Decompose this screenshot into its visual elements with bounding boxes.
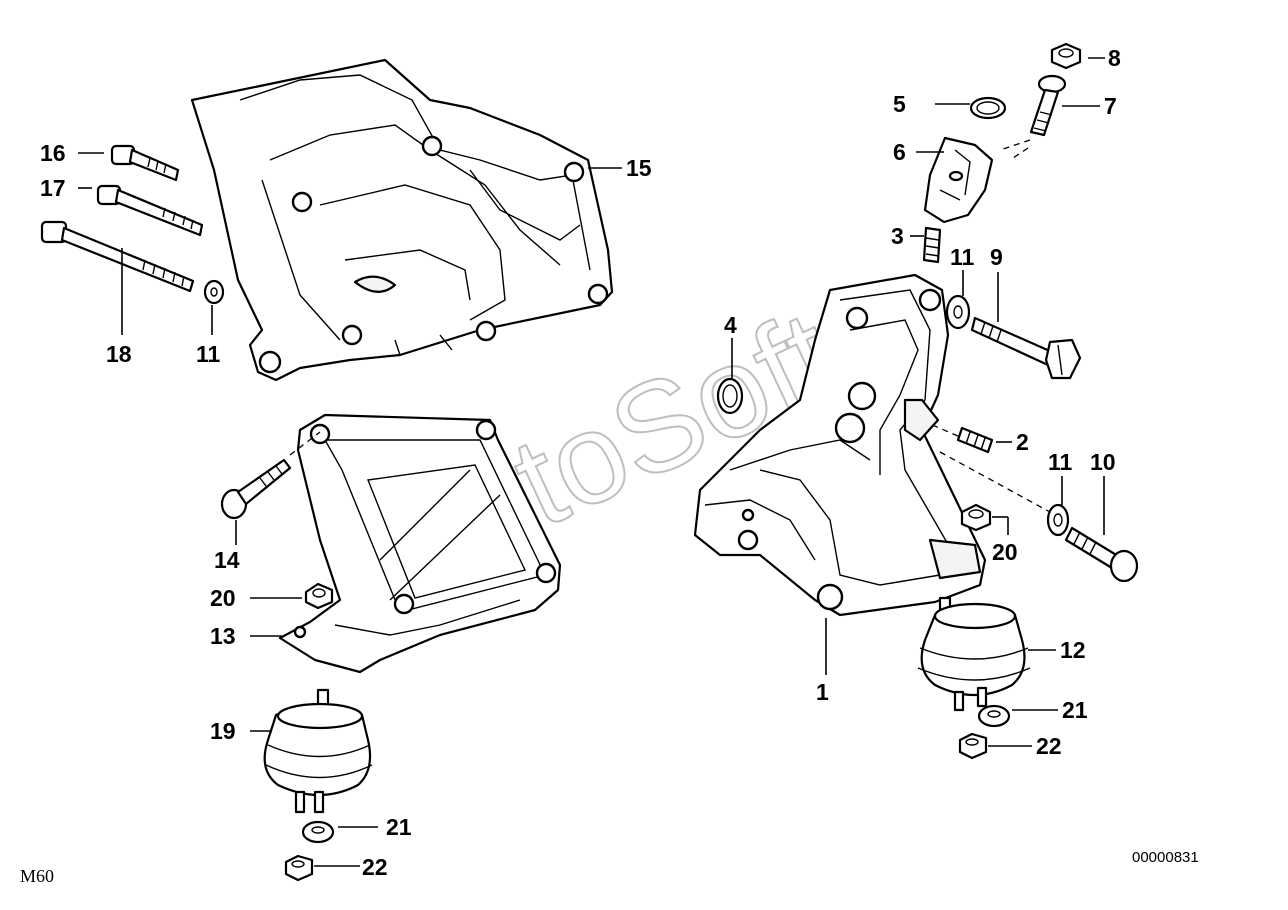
callout-9: 9 [990,244,1003,270]
callout-5: 5 [893,91,906,117]
callout-13: 13 [210,623,236,649]
part-8-nut[interactable] [1050,42,1082,70]
part-20-nut-right[interactable] [960,503,992,532]
callout-12: 12 [1060,637,1086,663]
callout-20: 20 [992,539,1018,565]
callout-10: 10 [1090,449,1116,475]
part-16-bolt[interactable] [110,144,180,182]
callout-7: 7 [1104,93,1117,119]
part-15-bracket[interactable] [190,58,614,382]
part-7-bolt[interactable] [999,74,1067,161]
callout-labels: 16 17 18 11 15 14 20 13 19 21 22 8 7 5 6… [40,45,1121,880]
callout-16: 16 [40,140,66,166]
part-21-nut-left[interactable] [301,820,335,844]
part-2-stud[interactable] [929,423,994,454]
callout-1: 1 [816,679,829,705]
callout-8: 8 [1108,45,1121,71]
callout-2: 2 [1016,429,1029,455]
callout-11: 11 [950,244,975,270]
part-11-washer-left[interactable] [203,279,225,305]
part-6-clamp[interactable] [923,136,994,224]
callout-18: 18 [106,341,132,367]
callout-22: 22 [1036,733,1062,759]
part-22-nut-left[interactable] [284,854,314,882]
part-13-bracket[interactable] [278,413,562,674]
callout-4: 4 [724,312,737,338]
callout-20: 20 [210,585,236,611]
part-11-washer-upper-right[interactable] [945,294,971,330]
part-20-nut-left[interactable] [304,582,334,610]
callout-14: 14 [214,547,240,573]
callout-6: 6 [893,139,906,165]
callout-11: 11 [196,341,221,367]
callout-21: 21 [1062,697,1088,723]
callout-15: 15 [626,155,652,181]
part-17-bolt[interactable] [96,184,204,237]
callout-17: 17 [40,175,66,201]
diagram-number-label: 00000831 [1132,849,1199,866]
part-12-engine-mount[interactable] [917,596,1031,712]
part-1-bracket[interactable] [693,273,987,617]
part-19-engine-mount[interactable] [263,688,373,814]
part-9-bolt[interactable] [970,316,1082,380]
part-14-bolt[interactable] [220,431,321,520]
callout-19: 19 [210,718,236,744]
callout-3: 3 [891,223,904,249]
leader-lines [78,57,1105,867]
part-10-bolt[interactable] [1064,526,1139,583]
part-5-ring[interactable] [969,96,1007,120]
callout-21: 21 [386,814,412,840]
part-18-bolt[interactable] [40,220,195,293]
part-11-washer-lower-right[interactable] [1046,503,1070,537]
callout-11: 11 [1048,449,1073,475]
part-22-nut-right[interactable] [958,732,988,760]
part-3-stud[interactable] [922,226,942,264]
part-4-o-ring[interactable] [716,377,744,415]
assembly-line-10 [939,451,1051,513]
part-21-nut-right[interactable] [977,704,1011,728]
callout-22: 22 [362,854,388,880]
engine-code-label: M60 [20,866,54,886]
